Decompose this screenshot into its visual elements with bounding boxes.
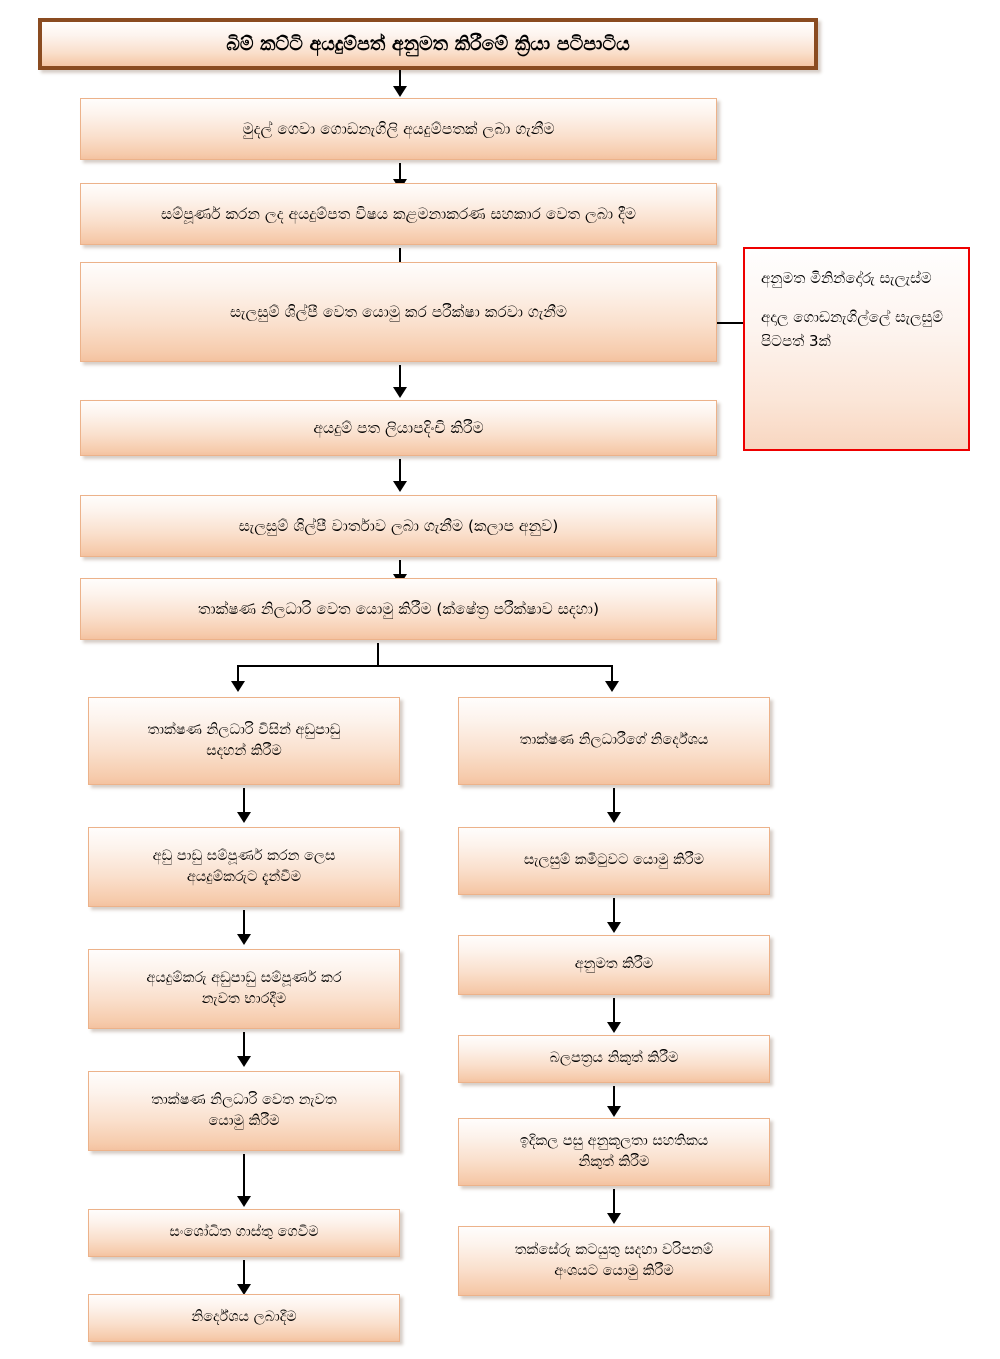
connector-step1-to-step2 [399,163,401,181]
process-box-step3[interactable]: සැලසුම් ශිල්පී වෙත යොමු කර පරීක්ෂා කරවා … [80,262,717,362]
process-box-left-6[interactable]: නිර්දේශය ලබාදීම [88,1294,400,1342]
connector-branch-stem [377,643,379,666]
process-box-right-2[interactable]: සැලසුම් කමිටුවට යොමු කිරීම [458,827,770,895]
arrowhead-title-to-step1 [393,86,407,97]
arrowhead-step3-to-step4 [393,387,407,398]
arrowhead-right-1-to-2 [607,812,621,823]
process-box-left-3[interactable]: අයදුම්කරු අඩුපාඩු සම්පූර්ණ කර නැවත භාරදී… [88,949,400,1029]
connector-branch-crossbar [237,665,611,667]
arrowhead-branch-right [605,681,619,692]
arrowhead-left-2-to-3 [237,934,251,945]
connector-right-4-to-5 [613,1086,615,1108]
connector-title-to-step1 [399,70,401,88]
connector-step3-to-note [717,322,745,324]
arrowhead-left-5-to-6 [237,1284,251,1295]
connector-left-3-to-4 [243,1032,245,1058]
arrowhead-left-1-to-2 [237,812,251,823]
arrowhead-right-2-to-3 [607,922,621,933]
connector-left-5-to-6 [243,1260,245,1286]
connector-step4-to-step5 [399,459,401,483]
arrowhead-left-3-to-4 [237,1056,251,1067]
connector-left-2-to-3 [243,910,245,936]
process-box-right-4[interactable]: බලපත්‍රය නිකුත් කිරීම [458,1035,770,1083]
process-box-left-2[interactable]: අඩු පාඩු සම්පූර්ණ කරන ලෙස අයදුම්කරුට දැන… [88,827,400,907]
process-box-left-5[interactable]: සංශෝධිත ගාස්තු ගෙවීම [88,1209,400,1257]
arrowhead-right-5-to-6 [607,1213,621,1224]
process-box-right-6[interactable]: තක්සේරු කටයුතු සදහා වරිපනම් අංශයට යොමු ක… [458,1226,770,1296]
connector-step2-to-step3 [399,248,401,266]
process-box-step1[interactable]: මුදල් ගෙවා ගොඩනැගිලි අයදුම්පතක් ලබා ගැනී… [80,98,717,160]
arrowhead-right-3-to-4 [607,1022,621,1033]
process-box-step5[interactable]: සැලසුම් ශිල්පී වාර්තාව ලබා ගැනීම (කලාප අ… [80,495,717,557]
connector-right-2-to-3 [613,898,615,924]
connector-right-1-to-2 [613,788,615,814]
diagram-title: බිම් කට්ටි අයදුම්පත් අනුමත කිරීමේ ක්‍රිය… [38,18,818,70]
process-box-right-1[interactable]: තාක්ෂණ නිලධාරීගේ නිර්දේශය [458,697,770,785]
note-box-required-documents: අනුමත මිනින්දෝරු සැලැස්ම අදාල ගොඩනැගිල්ල… [743,247,970,451]
connector-right-3-to-4 [613,998,615,1024]
process-box-right-3[interactable]: අනුමත කිරීම [458,935,770,995]
process-box-step6[interactable]: තාක්ෂණ නිලධාරි වෙත යොමු කිරීම (ක්ෂේත්‍ර … [80,578,717,640]
note-line-1: අනුමත මිනින්දෝරු සැලැස්ම [761,269,932,287]
process-box-left-4[interactable]: තාක්ෂණ නිලධාරි වෙත නැවත යොමු කිරීම [88,1071,400,1151]
process-box-step4[interactable]: අයදුම් පත ලියාපදිංචි කිරීම [80,400,717,456]
connector-right-5-to-6 [613,1189,615,1215]
process-box-step2[interactable]: සම්පූර්ණ කරන ලද අයදුම්පත විෂය කළමනාකරණ ස… [80,183,717,245]
arrowhead-step4-to-step5 [393,481,407,492]
connector-branch-right-drop [611,665,613,683]
arrowhead-right-4-to-5 [607,1106,621,1117]
connector-branch-left-drop [237,665,239,683]
connector-left-1-to-2 [243,788,245,814]
connector-step5-to-step6 [399,560,401,576]
arrowhead-left-4-to-5 [237,1196,251,1207]
process-box-left-1[interactable]: තාක්ෂණ නිලධාරි විසින් අඩුපාඩු සදහන් කිරී… [88,697,400,785]
arrowhead-branch-left [231,681,245,692]
connector-left-4-to-5 [243,1154,245,1198]
connector-step3-to-step4 [399,365,401,389]
note-line-2: අදාල ගොඩනැගිල්ලේ සැලසුම් පිටපත් 3ක් [761,308,944,350]
process-box-right-5[interactable]: ඉදිකල පසු අනුකූලතා සහතිකය නිකුත් කිරීම [458,1118,770,1186]
